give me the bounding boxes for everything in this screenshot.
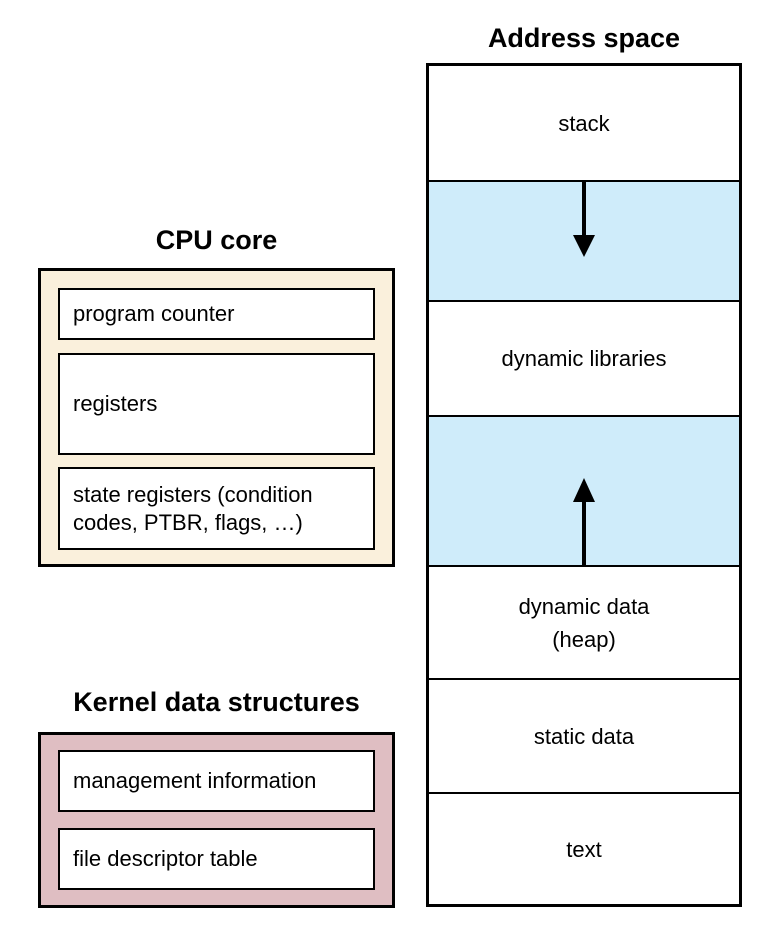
cpu-core-title: CPU core xyxy=(155,225,278,255)
cpu-item-program-counter: program counter xyxy=(58,288,375,340)
address-space-section-heap-growth xyxy=(429,415,739,565)
address-space-title: Address space xyxy=(487,23,681,53)
arrow-head xyxy=(573,478,595,502)
address-space-section-stack-growth xyxy=(429,180,739,300)
cpu-core-box: program counter registers state register… xyxy=(38,268,395,567)
kernel-data-structures-title: Kernel data structures xyxy=(73,687,360,717)
heap-growth-up-arrow-icon xyxy=(573,478,595,565)
address-space-section-text: text xyxy=(429,792,739,904)
arrow-shaft xyxy=(582,501,586,565)
address-space-box: stack dynamic libraries dynamic data (he… xyxy=(426,63,742,907)
kernel-item-file-descriptor-table: file descriptor table xyxy=(58,828,375,890)
address-space-section-dynamic-libraries: dynamic libraries xyxy=(429,300,739,415)
address-space-section-static-data: static data xyxy=(429,678,739,792)
arrow-shaft xyxy=(582,182,586,236)
address-space-section-dynamic-data-heap: dynamic data (heap) xyxy=(429,565,739,678)
cpu-item-state-registers: state registers (condition codes, PTBR, … xyxy=(58,467,375,550)
kernel-data-structures-box: management information file descriptor t… xyxy=(38,732,395,908)
kernel-item-management-information: management information xyxy=(58,750,375,812)
cpu-item-registers: registers xyxy=(58,353,375,455)
address-space-section-stack: stack xyxy=(558,110,610,136)
stack-growth-down-arrow-icon xyxy=(573,182,595,257)
arrow-head xyxy=(573,235,595,257)
